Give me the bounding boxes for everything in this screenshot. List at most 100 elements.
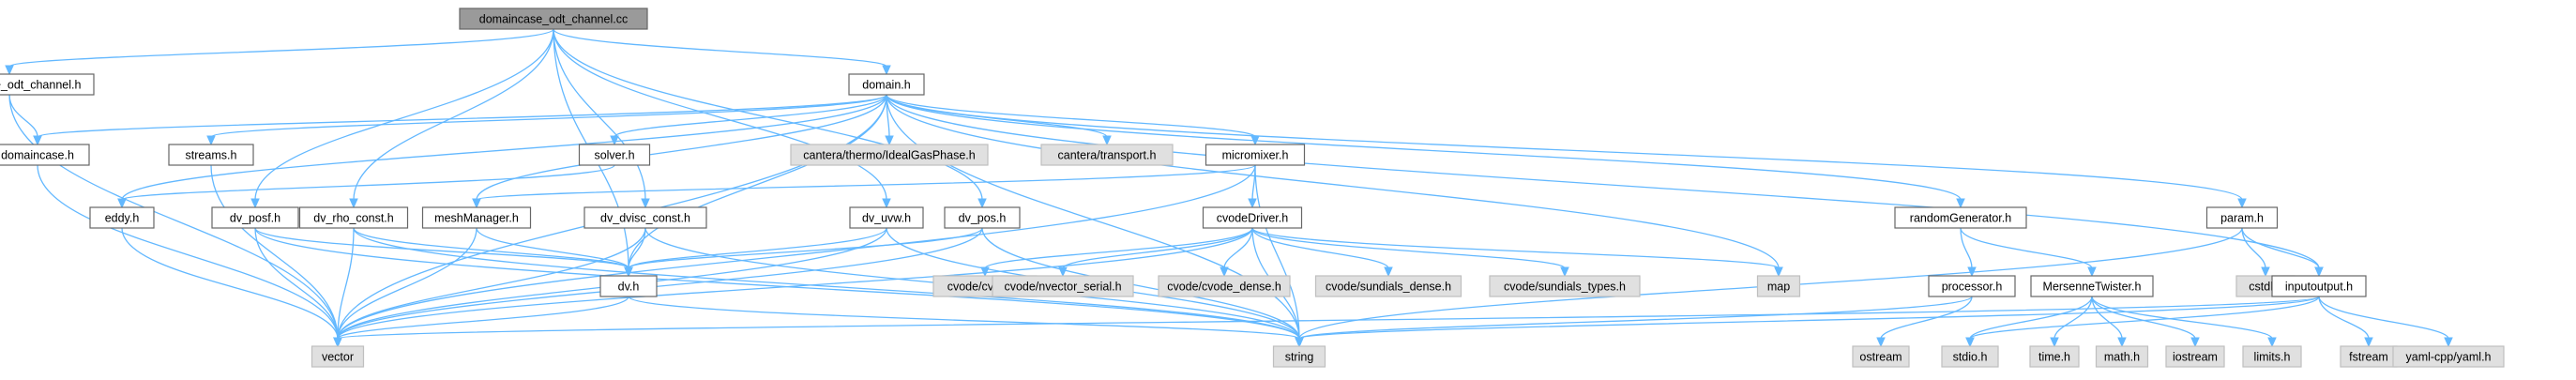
node-box[interactable] [2205, 206, 2279, 229]
node-label: micromixer.h [1222, 148, 1289, 161]
node-cvodedriver-h[interactable]: cvodeDriver.h [1202, 206, 1303, 229]
node-box[interactable] [298, 206, 409, 229]
node-solver-h[interactable]: solver.h [578, 144, 651, 166]
node-label: dv_posf.h [230, 211, 280, 224]
node-fstream: fstream [2340, 345, 2398, 368]
edge-dvrho-to-dv [353, 227, 633, 278]
node-box [1489, 275, 1641, 297]
node-cantera-thermo-idealgasphase-h: cantera/thermo/IdealGasPhase.h [790, 144, 989, 166]
node-label: string [1285, 350, 1314, 363]
edge-cvodedriver-to-suntypes [1251, 227, 1569, 278]
edge-cvodedriver-to-cvode [980, 227, 1253, 278]
node-stdio-h: stdio.h [1941, 345, 1999, 368]
edge-domain-to-param [886, 94, 2247, 209]
edge-randgen-to-processor [1960, 227, 1977, 278]
edge-domain-to-domaincase [33, 94, 887, 146]
node-box [459, 8, 648, 30]
edge-cvodedriver-to-nvector [1058, 227, 1253, 278]
node-label: dv_dvisc_const.h [600, 211, 690, 224]
node-label: dv_pos.h [959, 211, 1007, 224]
node-box[interactable] [578, 144, 651, 166]
node-cantera-transport-h: cantera/transport.h [1040, 144, 1174, 166]
node-box[interactable] [0, 144, 90, 166]
node-box [2242, 345, 2302, 368]
node-box [1852, 345, 1910, 368]
edge-mersenne-to-limits [2091, 296, 2277, 348]
node-box[interactable] [944, 206, 1021, 229]
node-randomgenerator-h[interactable]: randomGenerator.h [1894, 206, 2027, 229]
node-label: dv.h [618, 280, 640, 293]
node-processor-h[interactable]: processor.h [1928, 275, 2016, 297]
edge-domain-to-streams [206, 94, 887, 146]
node-box[interactable] [168, 144, 254, 166]
node-label: eddy.h [105, 211, 140, 224]
node-box[interactable] [2030, 275, 2154, 297]
node-box [790, 144, 989, 166]
node-domain-h[interactable]: domain.h [848, 73, 925, 96]
node-streams-h[interactable]: streams.h [168, 144, 254, 166]
node-box[interactable] [89, 206, 155, 229]
node-box[interactable] [421, 206, 532, 229]
node-box[interactable] [849, 206, 924, 229]
node-box[interactable] [1205, 144, 1306, 166]
edge-dvpos-to-dv [624, 227, 983, 278]
node-cvode-sundials-dense-h: cvode/sundials_dense.h [1314, 275, 1462, 297]
node-dv-pos-h[interactable]: dv_pos.h [944, 206, 1021, 229]
edge-root-to-dvrho [349, 28, 554, 209]
node-domaincase-h[interactable]: domaincase.h [0, 144, 90, 166]
node-label: randomGenerator.h [1910, 211, 2011, 224]
node-label: yaml-cpp/yaml.h [2406, 350, 2492, 363]
edges-layer [5, 28, 2453, 348]
node-eddy-h[interactable]: eddy.h [89, 206, 155, 229]
node-dv-uvw-h[interactable]: dv_uvw.h [849, 206, 924, 229]
node-box[interactable] [2271, 275, 2367, 297]
node-domaincase-odt-channel-h[interactable]: domaincase_odt_channel.h [0, 73, 95, 96]
edge-cvodedriver-to-cvodedense [1220, 227, 1253, 278]
node-dv-h[interactable]: dv.h [599, 275, 658, 297]
node-param-h[interactable]: param.h [2205, 206, 2279, 229]
node-time-h: time.h [2029, 345, 2080, 368]
node-label: cvode/cvode_dense.h [1167, 280, 1281, 293]
node-label: solver.h [594, 148, 634, 161]
edge-randgen-to-mersenne [1960, 227, 2097, 278]
node-box[interactable] [599, 275, 658, 297]
node-box [2029, 345, 2080, 368]
edge-domain-to-map [886, 94, 1783, 278]
node-box[interactable] [211, 206, 299, 229]
node-mersennetwister-h[interactable]: MersenneTwister.h [2030, 275, 2154, 297]
node-box[interactable] [583, 206, 707, 229]
node-box [992, 275, 1134, 297]
node-label: processor.h [1942, 280, 2003, 293]
node-box[interactable] [1202, 206, 1303, 229]
node-meshmanager-h[interactable]: meshManager.h [421, 206, 532, 229]
edge-mersenne-to-stdio [1965, 296, 2093, 348]
node-inputoutput-h[interactable]: inputoutput.h [2271, 275, 2367, 297]
node-box[interactable] [1894, 206, 2027, 229]
node-box [1756, 275, 1801, 297]
node-dv-rho-const-h[interactable]: dv_rho_const.h [298, 206, 409, 229]
node-box [1941, 345, 1999, 368]
edge-domain-to-randgen [886, 94, 1965, 209]
edge-inputoutput-to-yaml [2318, 296, 2453, 348]
edge-cvodedriver-to-sundense [1251, 227, 1393, 278]
nodes-layer: domaincase_odt_channel.cc domaincase_odt_… [0, 8, 2505, 368]
edge-mersenne-to-math [2091, 296, 2127, 348]
node-label: vector [322, 350, 354, 363]
node-label: inputoutput.h [2285, 280, 2353, 293]
node-box[interactable] [848, 73, 925, 96]
edge-inputoutput-to-stdio [1965, 296, 2320, 348]
node-micromixer-h[interactable]: micromixer.h [1205, 144, 1306, 166]
node-dv-dvisc-const-h[interactable]: dv_dvisc_const.h [583, 206, 707, 229]
node-math-h: math.h [2095, 345, 2149, 368]
node-box [2095, 345, 2149, 368]
node-box[interactable] [1928, 275, 2016, 297]
node-box[interactable] [0, 73, 95, 96]
node-string: string [1272, 345, 1326, 368]
node-label: streams.h [186, 148, 237, 161]
edge-param-to-inputoutput [2241, 227, 2324, 278]
node-dv-posf-h[interactable]: dv_posf.h [211, 206, 299, 229]
edge-root-to-dvposf [250, 28, 554, 209]
node-label: cvode/nvector_serial.h [1004, 280, 1121, 293]
node-label: domaincase_odt_channel.cc [479, 12, 628, 25]
node-label: domaincase.h [1, 148, 74, 161]
